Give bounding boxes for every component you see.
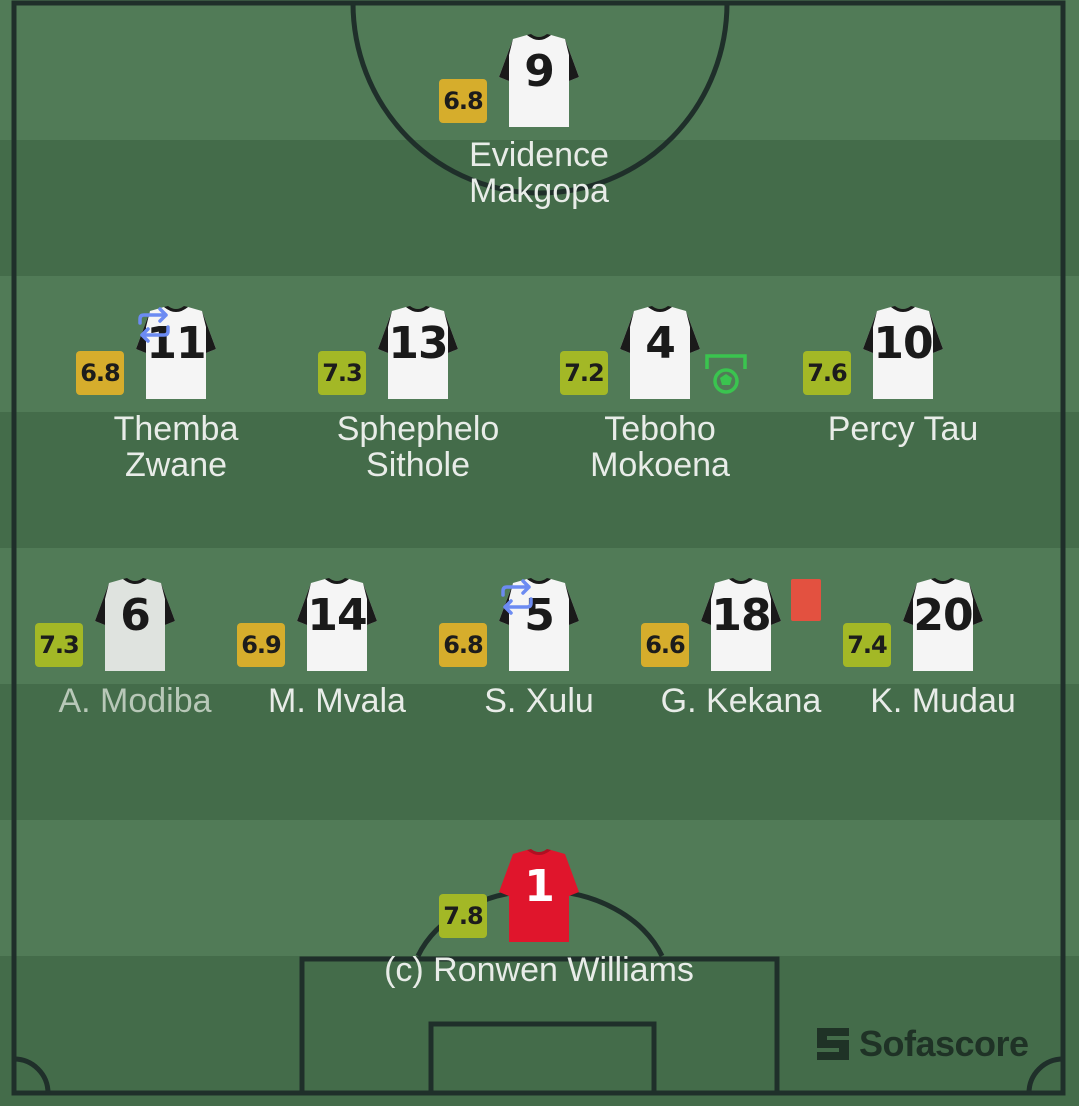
player-name: S. Xulu xyxy=(484,682,594,720)
player-card[interactable]: 20 7.4 K. Mudau xyxy=(823,577,1063,719)
jersey-number: 10 xyxy=(873,318,933,369)
jersey: 5 6.8 xyxy=(439,577,581,673)
jersey-icon xyxy=(499,849,579,942)
player-card[interactable]: 1 7.8 (c) Ronwen Williams xyxy=(339,848,739,988)
player-name: (c) Ronwen Williams xyxy=(384,951,694,989)
player-card[interactable]: 4 7.2 Teboho Mokoena xyxy=(540,305,780,483)
jersey-number: 11 xyxy=(146,318,206,369)
jersey-icon xyxy=(620,306,700,399)
rating-badge: 6.8 xyxy=(439,623,487,667)
player-name: A. Modiba xyxy=(58,682,212,720)
rating-badge: 7.6 xyxy=(803,351,851,395)
jersey-number: 14 xyxy=(307,590,367,641)
jersey: 18 6.6 xyxy=(641,577,821,673)
player-name: Evidence Makgopa xyxy=(469,136,609,210)
player-card[interactable]: 9 6.8 Evidence Makgopa xyxy=(419,33,659,209)
pitch-stripe xyxy=(0,684,1079,820)
player-card[interactable]: 6 7.3 A. Modiba xyxy=(15,577,255,719)
rating-badge: 6.9 xyxy=(237,623,285,667)
jersey-icon xyxy=(499,578,579,671)
jersey-number: 9 xyxy=(524,46,555,97)
jersey-number: 4 xyxy=(645,318,676,369)
rating-badge: 7.8 xyxy=(439,894,487,938)
substitution-icon xyxy=(138,307,170,343)
jersey-icon xyxy=(701,578,781,671)
sofascore-logo-icon xyxy=(817,1028,849,1060)
jersey-icon xyxy=(95,578,175,671)
player-card[interactable]: 11 6.8 Themba Zwane xyxy=(56,305,296,483)
jersey: 1 7.8 xyxy=(439,848,581,944)
jersey-icon xyxy=(499,34,579,127)
player-card[interactable]: 13 7.3 Sphephelo Sithole xyxy=(298,305,538,483)
substitution-icon xyxy=(501,579,533,615)
rating-badge: 6.8 xyxy=(439,79,487,123)
player-card[interactable]: 14 6.9 M. Mvala xyxy=(217,577,457,719)
jersey-icon xyxy=(863,306,943,399)
pitch-stripe xyxy=(0,140,1079,276)
rating-badge: 6.6 xyxy=(641,623,689,667)
player-name: K. Mudau xyxy=(870,682,1016,720)
jersey-icon xyxy=(297,578,377,671)
red-card-icon xyxy=(791,579,821,621)
sofascore-watermark: Sofascore xyxy=(815,1023,1029,1064)
player-name: Percy Tau xyxy=(827,410,979,448)
jersey-icon xyxy=(378,306,458,399)
rating-badge: 7.3 xyxy=(35,623,83,667)
player-name: M. Mvala xyxy=(268,682,406,720)
jersey: 14 6.9 xyxy=(237,577,379,673)
player-name-first: Teboho xyxy=(604,410,716,448)
jersey: 4 7.2 xyxy=(560,305,747,401)
jersey-number: 13 xyxy=(388,318,448,369)
jersey-icon xyxy=(136,306,216,399)
player-name-first: Sphephelo xyxy=(336,410,500,448)
jersey: 9 6.8 xyxy=(439,33,581,129)
jersey: 11 6.8 xyxy=(76,305,218,401)
player-name-first: Themba xyxy=(113,410,239,448)
player-name-last: Sithole xyxy=(366,446,470,484)
jersey: 20 7.4 xyxy=(843,577,985,673)
jersey-number: 1 xyxy=(524,861,555,912)
rating-badge: 6.8 xyxy=(76,351,124,395)
watermark-text: Sofascore xyxy=(859,1023,1029,1064)
rating-badge: 7.3 xyxy=(318,351,366,395)
jersey-icon xyxy=(903,578,983,671)
pitch-stripe xyxy=(0,956,1079,1106)
player-card[interactable]: 5 6.8 S. Xulu xyxy=(419,577,659,719)
pitch-stripe xyxy=(0,412,1079,548)
jersey: 13 7.3 xyxy=(318,305,460,401)
jersey-number: 20 xyxy=(913,590,973,641)
player-card[interactable]: 10 7.6 Percy Tau xyxy=(783,305,1023,447)
jersey: 10 7.6 xyxy=(803,305,945,401)
player-name-last: Zwane xyxy=(124,446,228,484)
rating-badge: 7.2 xyxy=(560,351,608,395)
player-name: G. Kekana xyxy=(660,682,822,720)
jersey-number: 6 xyxy=(120,590,151,641)
player-card[interactable]: 18 6.6 G. Kekana xyxy=(621,577,861,719)
rating-badge: 7.4 xyxy=(843,623,891,667)
jersey-number: 18 xyxy=(711,590,771,641)
goal-icon xyxy=(705,354,747,394)
jersey: 6 7.3 xyxy=(35,577,177,673)
player-name-last: Mokoena xyxy=(590,446,730,484)
